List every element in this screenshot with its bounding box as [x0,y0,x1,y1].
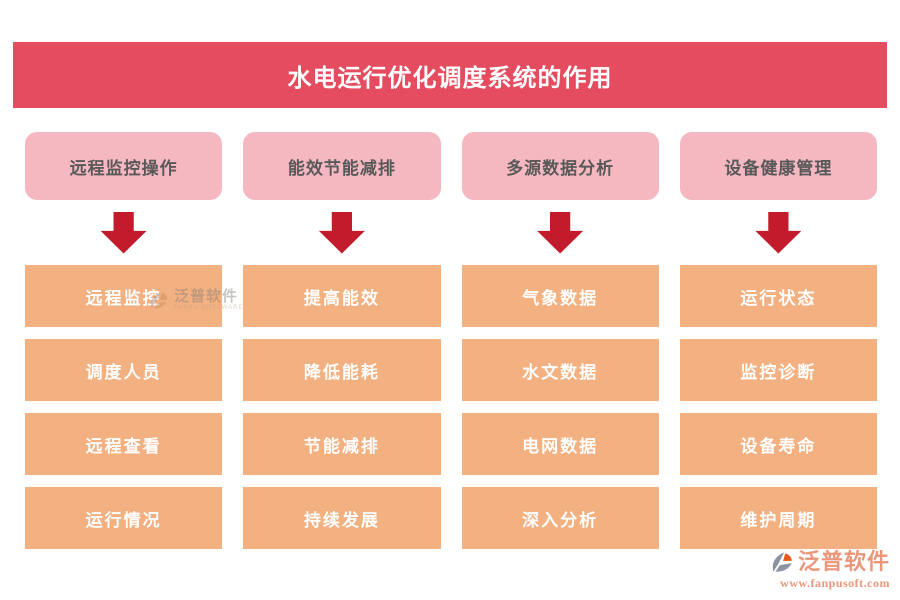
column-equipment-health: 设备健康管理 运行状态 监控诊断 设备寿命 维护周期 [679,132,877,549]
item-box: 运行状态 [679,265,877,327]
down-arrow-icon [100,211,147,254]
item-box: 设备寿命 [679,413,877,475]
title-banner: 水电运行优化调度系统的作用 [13,42,887,108]
column-header: 设备健康管理 [679,132,877,200]
item-box: 远程监控 [25,265,223,327]
item-box: 水文数据 [461,339,659,401]
item-box: 深入分析 [461,487,659,549]
column-remote-monitoring: 远程监控操作 远程监控 调度人员 远程查看 运行情况 [25,132,223,549]
arrow-wrap [755,200,802,265]
arrow-wrap [318,200,365,265]
item-box: 监控诊断 [679,339,877,401]
item-box: 调度人员 [25,339,223,401]
item-box: 电网数据 [461,413,659,475]
page-title: 水电运行优化调度系统的作用 [287,64,613,92]
arrow-wrap [100,200,147,265]
fanpu-logo-icon [772,552,792,572]
item-box: 持续发展 [243,487,441,549]
item-box: 气象数据 [461,265,659,327]
column-energy-efficiency: 能效节能减排 提高能效 降低能耗 节能减排 持续发展 [243,132,441,549]
item-box: 运行情况 [25,487,223,549]
watermark-footer: 泛普软件 www.fanpusoft.com [740,549,890,591]
item-box: 节能减排 [243,413,441,475]
down-arrow-icon [537,211,584,254]
column-multi-source-data: 多源数据分析 气象数据 水文数据 电网数据 深入分析 [461,132,659,549]
item-box: 维护周期 [679,487,877,549]
column-header: 远程监控操作 [25,132,223,200]
arrow-wrap [537,200,584,265]
item-box: 降低能耗 [243,339,441,401]
column-header: 多源数据分析 [461,132,659,200]
down-arrow-icon [755,211,802,254]
columns-container: 远程监控操作 远程监控 调度人员 远程查看 运行情况 能效节能减排 提高能效 降… [25,132,877,549]
item-box: 远程查看 [25,413,223,475]
column-header: 能效节能减排 [243,132,441,200]
down-arrow-icon [318,211,365,254]
item-box: 提高能效 [243,265,441,327]
watermark-url: www.fanpusoft.com [780,576,890,590]
watermark-brand: 泛普软件 [797,549,890,574]
